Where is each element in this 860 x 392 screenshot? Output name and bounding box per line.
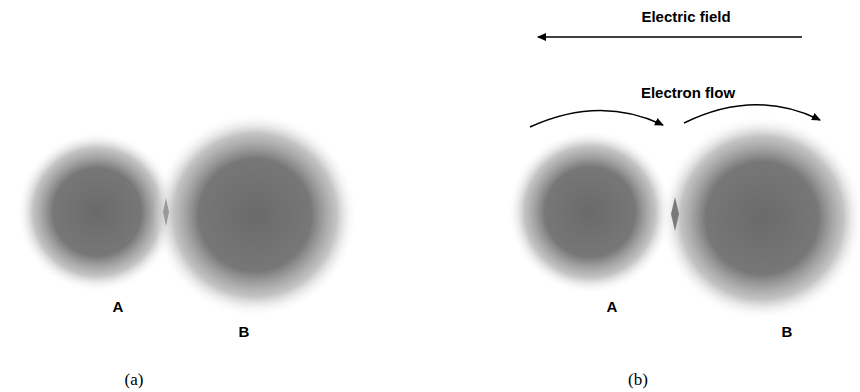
atom-label: B bbox=[239, 323, 250, 341]
atom-a-cloud bbox=[508, 130, 672, 294]
panel-label: (b) bbox=[628, 370, 648, 390]
atom-label: B bbox=[782, 323, 793, 341]
panel-label: (a) bbox=[125, 370, 144, 390]
flow-arrow bbox=[684, 105, 820, 123]
atom-b-cloud bbox=[660, 116, 860, 320]
atom-label: A bbox=[113, 298, 124, 316]
bond-overlap bbox=[163, 198, 169, 226]
flow-arrow bbox=[530, 110, 663, 127]
flow-label: Electron flow bbox=[641, 84, 735, 102]
atom-b-cloud bbox=[153, 113, 357, 317]
atom-label: A bbox=[607, 298, 618, 316]
field-label: Electric field bbox=[641, 8, 730, 26]
atom-a-cloud bbox=[17, 132, 177, 292]
bond-overlap bbox=[671, 197, 679, 231]
field-arrow bbox=[538, 36, 802, 38]
